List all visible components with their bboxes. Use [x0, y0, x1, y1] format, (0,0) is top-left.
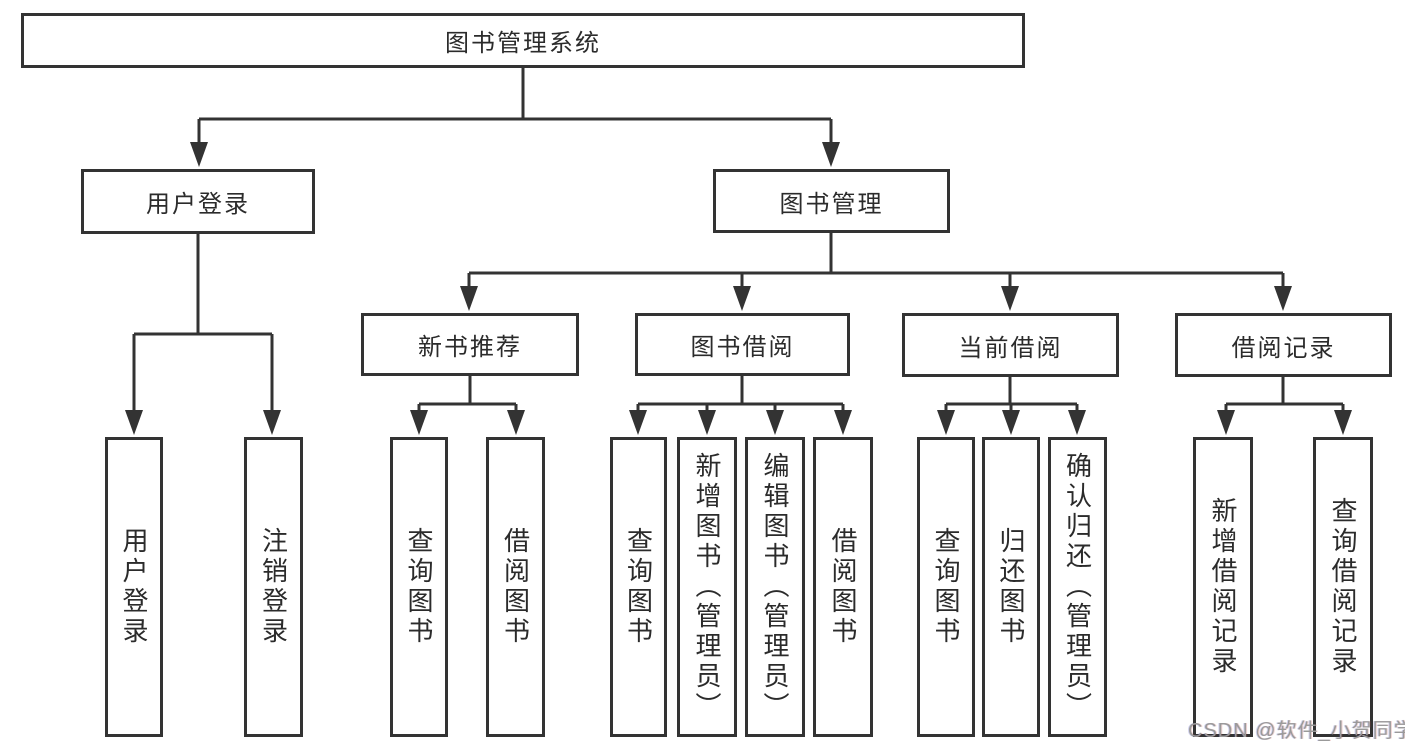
- connector-root: [197, 68, 833, 146]
- arrow-down-icon: [190, 142, 208, 167]
- connector-current-borrow: [944, 377, 1079, 414]
- connector-borrow-record: [1224, 377, 1345, 414]
- arrow-down-icon: [1274, 286, 1292, 311]
- arrow-down-icon: [1068, 410, 1086, 435]
- leaf-add-book-admin: 新增图书（管理员）: [677, 437, 737, 737]
- csdn-watermark: CSDN @软件_小贺同学: [1188, 720, 1405, 742]
- leaf-user-login-label: 用户登录: [119, 527, 149, 647]
- leaf-add-borrow-record-label: 新增借阅记录: [1208, 497, 1238, 677]
- leaf-query-book-recommend: 查询图书: [390, 437, 448, 737]
- leaf-query-book-current: 查询图书: [917, 437, 975, 737]
- node-book-management: 图书管理: [713, 169, 950, 233]
- node-book-borrow-label: 图书借阅: [690, 334, 795, 361]
- node-book-borrow: 图书借阅: [635, 313, 850, 376]
- leaf-query-book-recommend-label: 查询图书: [404, 527, 434, 647]
- arrow-down-icon: [507, 410, 525, 435]
- leaf-query-book-current-label: 查询图书: [931, 527, 961, 647]
- leaf-user-login: 用户登录: [105, 437, 163, 737]
- leaf-borrow-book-borrow-label: 借阅图书: [828, 527, 858, 647]
- leaf-query-book-borrow: 查询图书: [610, 437, 667, 737]
- leaf-borrow-book-recommend-label: 借阅图书: [500, 527, 531, 647]
- arrow-down-icon: [937, 410, 955, 435]
- leaf-logout-label: 注销登录: [258, 527, 289, 647]
- connector-book-management: [467, 233, 1285, 290]
- node-library-system-label: 图书管理系统: [445, 30, 601, 57]
- connector-user-login: [132, 234, 274, 414]
- arrow-down-icon: [1002, 410, 1020, 435]
- node-user-login: 用户登录: [81, 169, 315, 234]
- arrow-down-icon: [460, 286, 478, 311]
- leaf-borrow-book-recommend: 借阅图书: [486, 437, 545, 737]
- arrow-down-icon: [629, 410, 647, 435]
- arrow-down-icon: [822, 142, 840, 167]
- leaf-query-borrow-record-label: 查询借阅记录: [1328, 497, 1358, 677]
- arrow-down-icon: [1217, 410, 1235, 435]
- leaf-return-book-label: 归还图书: [996, 527, 1026, 647]
- leaf-query-book-borrow-label: 查询图书: [623, 527, 654, 647]
- leaf-return-book: 归还图书: [982, 437, 1040, 737]
- arrow-down-icon: [263, 410, 281, 435]
- arrow-down-icon: [1334, 410, 1352, 435]
- arrow-down-icon: [733, 286, 751, 311]
- node-book-management-label: 图书管理: [779, 190, 884, 218]
- arrow-down-icon: [410, 410, 428, 435]
- node-library-system: 图书管理系统: [21, 13, 1025, 68]
- node-borrow-record-label: 借阅记录: [1231, 334, 1336, 362]
- leaf-logout: 注销登录: [244, 437, 303, 737]
- leaf-query-borrow-record: 查询借阅记录: [1313, 437, 1373, 737]
- node-borrow-record: 借阅记录: [1175, 313, 1392, 377]
- connector-new-book-recommend: [417, 376, 518, 414]
- leaf-edit-book-admin-label: 编辑图书（管理员）: [760, 452, 790, 722]
- node-current-borrow: 当前借阅: [902, 313, 1119, 377]
- connector-book-borrow: [636, 376, 845, 414]
- node-new-book-recommend: 新书推荐: [361, 313, 579, 376]
- leaf-borrow-book-borrow: 借阅图书: [813, 437, 873, 737]
- leaf-confirm-return-admin-label: 确认归还（管理员）: [1062, 452, 1093, 722]
- leaf-edit-book-admin: 编辑图书（管理员）: [745, 437, 805, 737]
- arrow-down-icon: [1001, 286, 1019, 311]
- arrow-down-icon: [698, 410, 716, 435]
- node-user-login-label: 用户登录: [146, 191, 250, 218]
- node-current-borrow-label: 当前借阅: [958, 334, 1063, 362]
- arrow-down-icon: [834, 410, 852, 435]
- leaf-add-book-admin-label: 新增图书（管理员）: [692, 452, 722, 722]
- leaf-confirm-return-admin: 确认归还（管理员）: [1048, 437, 1107, 737]
- arrow-down-icon: [125, 410, 143, 435]
- node-new-book-recommend-label: 新书推荐: [418, 334, 522, 361]
- leaf-add-borrow-record: 新增借阅记录: [1193, 437, 1253, 737]
- arrowhead-icons: [125, 142, 1352, 435]
- arrow-down-icon: [766, 410, 784, 435]
